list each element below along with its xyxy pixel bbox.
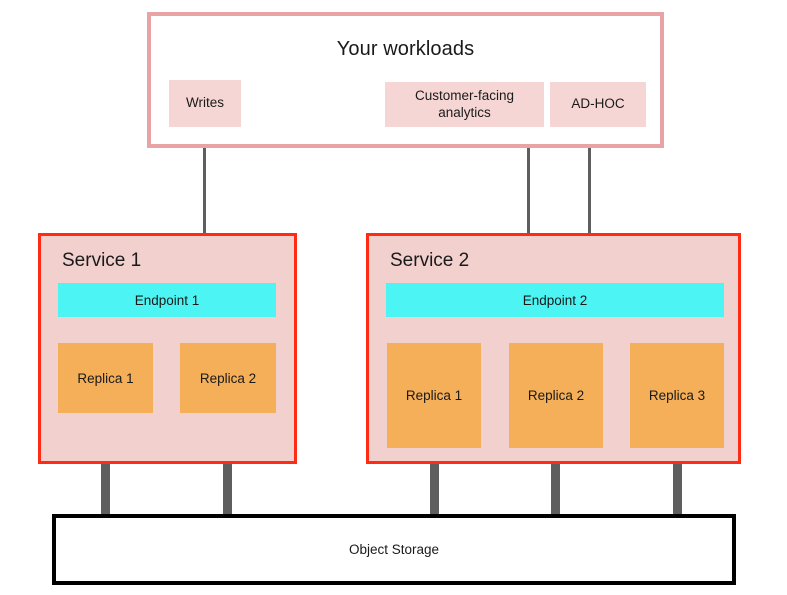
- service-1-replica-2[interactable]: Replica 2: [180, 343, 276, 413]
- service-1-endpoint[interactable]: Endpoint 1: [58, 283, 276, 317]
- service-2-label: Service 2: [390, 250, 470, 271]
- workloads-title: Your workloads: [336, 38, 475, 60]
- connector-analytics-to-endpoint-2: [527, 127, 530, 264]
- connector-writes-to-endpoint-1: [203, 127, 206, 258]
- connector-s1-replica-2-to-storage: [223, 410, 232, 518]
- connector-s2-replica-3-to-storage: [673, 445, 682, 518]
- service-2-replica-1[interactable]: Replica 1: [387, 343, 481, 448]
- connector-adhoc-to-endpoint-2: [588, 127, 591, 264]
- object-storage-box[interactable]: Object Storage: [52, 514, 736, 585]
- service-1-label: Service 1: [62, 250, 142, 271]
- service-2-endpoint[interactable]: Endpoint 2: [386, 283, 724, 317]
- workload-chip-writes[interactable]: Writes: [169, 80, 241, 127]
- service-2-replica-3[interactable]: Replica 3: [630, 343, 724, 448]
- service-1-replica-1[interactable]: Replica 1: [58, 343, 153, 413]
- connector-s1-replica-1-to-storage: [101, 410, 110, 518]
- workload-chip-customer-facing-analytics[interactable]: Customer-facing analytics: [385, 82, 544, 127]
- workload-chip-ad-hoc[interactable]: AD-HOC: [550, 82, 646, 127]
- connector-s2-replica-2-to-storage: [551, 445, 560, 518]
- service-2-replica-2[interactable]: Replica 2: [509, 343, 603, 448]
- connector-s2-replica-1-to-storage: [430, 445, 439, 518]
